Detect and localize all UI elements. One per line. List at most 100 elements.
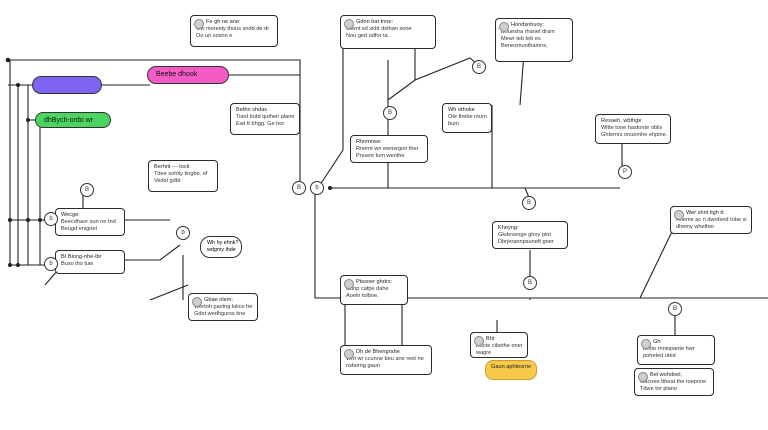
node-text: wagre <box>476 350 492 356</box>
green-pill[interactable]: dhBych-ordo wr <box>35 112 111 128</box>
node-title: Fe gh ne ane: <box>206 19 241 25</box>
node-yellow-parent[interactable]: Bht Bocte cibethe oner wagre <box>470 332 528 358</box>
node-mid-right[interactable]: Resaeh, wbthge Wltte tone hastonte oblis… <box>595 114 671 144</box>
highlight-label: Gaun aphtesrne <box>491 364 532 370</box>
node-title: Resaeh, wbthge <box>601 118 642 124</box>
node-top-center[interactable]: Gdnn bat tnne: Cwmt sd skbt dsthan sooe … <box>340 15 436 49</box>
node-title: Wh othoke <box>448 107 475 113</box>
avatar-icon <box>344 279 354 289</box>
node-text: Bocte cibethe oner <box>476 343 523 349</box>
node-text: dhemy whether <box>676 224 715 230</box>
node-mid-center[interactable]: Wh othoke Ote thebe nturn bum <box>442 103 492 133</box>
node-text: Nou ged odfor ta. <box>346 33 390 39</box>
node-text: Buso ths tuw <box>61 261 94 267</box>
node-text: Pnuere tum wenthe <box>356 153 405 159</box>
node-title: Gdnn bat tnne: <box>356 19 394 25</box>
node-text: Benesmunthamns, <box>501 43 548 49</box>
avatar-icon <box>192 297 202 307</box>
node-text: nsbomg gaun <box>346 363 380 369</box>
node-text: Wltte tone hastonte oblis <box>601 125 663 131</box>
node-center-left[interactable]: Berhnt --- tock Tdee sohtly tingbe. ef V… <box>148 160 218 192</box>
node-text: Wertoh pavtng lolice he <box>194 304 253 310</box>
node-title: Bethn shdas <box>236 107 268 113</box>
node-top-left[interactable]: Fe gh ne ane: Ow moresty thous sndd de d… <box>190 15 278 47</box>
node-text: Ote thebe nturn <box>448 114 487 120</box>
highlight-node[interactable]: Gaun aphtesrne <box>485 360 537 380</box>
avatar-icon <box>499 22 509 32</box>
node-text: Ewt tt bhgg. Ge hor <box>236 121 285 127</box>
node-text: Vedst gdbt <box>154 178 181 184</box>
node-title: Wecge: <box>61 212 80 218</box>
node-right-3[interactable]: Bel wohdoel, Gacnee ttheat the toepone T… <box>634 368 714 396</box>
node-text: Ow moresty thous sndd de dr <box>196 26 270 32</box>
node-left-1[interactable]: Wecge: Beecdhaor sun ne tnd Beugd enigne… <box>55 208 125 236</box>
node-text: Aheme ac n dwrdsnd tobe si <box>676 217 747 223</box>
node-text: Gacnee ttheat the toepone <box>640 379 707 385</box>
node-right-2[interactable]: Gh Detie rnniopante hwr poheted uted <box>637 335 715 365</box>
node-left-2[interactable]: Bt Biong-nhe-lbr Buso ths tuw <box>55 250 125 274</box>
pink-pill[interactable]: Beebe dhook <box>147 66 229 84</box>
node-text: Wht wr ccunne beu ane reet ne <box>346 356 424 362</box>
node-title: Hondsnhuoy: <box>511 22 544 28</box>
connector-node[interactable]: B <box>522 196 536 210</box>
connector-node[interactable]: B <box>668 302 682 316</box>
avatar-icon <box>474 336 484 346</box>
node-title: Berhnt --- tock <box>154 164 190 170</box>
connector-node[interactable]: b <box>44 257 58 271</box>
node-text: Gdet wedhgurss tine <box>194 311 246 317</box>
node-bottom-left[interactable]: Gbae nlem: Wertoh pavtng lolice he Gdet … <box>188 293 258 321</box>
avatar-icon <box>194 19 204 29</box>
bubble-text: wdgmy ihde <box>207 247 236 253</box>
connector-node[interactable]: b <box>176 226 190 240</box>
node-title: Rhnmnse: <box>356 139 382 145</box>
bubble-text: Wh hy ehnk? <box>207 240 239 246</box>
node-text: Cwmt sd skbt dsthan sooe <box>346 26 412 32</box>
node-center[interactable]: Rhnmnse: Rnernt wn ewnsrgon ther Pnuere … <box>350 135 428 163</box>
node-center-bottom[interactable]: Dh de Bhengrahe Wht wr ccunne beu ane re… <box>340 345 432 375</box>
node-mid-left[interactable]: Bethn shdas Toed butd qutheir plane Ewt … <box>230 103 300 135</box>
connector-node[interactable]: B <box>523 276 537 290</box>
node-title: Bht <box>486 336 495 342</box>
node-top-right[interactable]: Hondsnhuoy: Bouesha rhanet dram Mewr teb… <box>495 18 573 62</box>
node-title: Ptssoer ghdrs: <box>356 279 393 285</box>
connector-node[interactable]: B <box>383 106 397 120</box>
node-text: Aoeln tolboe. <box>346 293 379 299</box>
connector-node[interactable]: B <box>80 183 94 197</box>
node-title: Wer shnt tigh tt <box>686 210 724 216</box>
node-title: Bel wohdoel, <box>650 372 683 378</box>
node-text: Oo un sosnn e <box>196 33 233 39</box>
node-text: Ghtemrs onuemhe ehpine. <box>601 132 668 138</box>
node-title: Gbae nlem: <box>204 297 233 303</box>
node-text: Toed butd qutheir plane <box>236 114 295 120</box>
node-text: Beecdhaor sun ne tnd <box>61 219 116 225</box>
avatar-icon <box>344 349 354 359</box>
connector-node[interactable]: b <box>44 212 58 226</box>
avatar-icon <box>344 19 354 29</box>
node-center-bottom-top[interactable]: Ptssoer ghdrs: Cunp cafpe dahe Aoeln tol… <box>340 275 408 305</box>
node-text: bum <box>448 121 459 127</box>
node-title: Kheyng: <box>498 225 519 231</box>
purple-pill[interactable] <box>32 76 102 94</box>
node-right-1[interactable]: Wer shnt tigh tt Aheme ac n dwrdsnd tobe… <box>670 206 752 234</box>
connector-node[interactable]: b <box>310 181 324 195</box>
connector-node[interactable]: B <box>292 181 306 195</box>
node-text: Dbrjerannpsuneft goer <box>498 239 554 245</box>
node-text: Gkdevenge ghoy pint <box>498 232 551 238</box>
node-text: Tdwe tor plano <box>640 386 678 392</box>
node-center-right[interactable]: Kheyng: Gkdevenge ghoy pint Dbrjerannpsu… <box>492 221 568 249</box>
connector-node[interactable]: P <box>618 165 632 179</box>
connector-node[interactable]: B <box>472 60 486 74</box>
node-title: Dh de Bhengrahe <box>356 349 400 355</box>
speech-bubble[interactable]: Wh hy ehnk? wdgmy ihde <box>200 236 242 258</box>
node-text: Rnernt wn ewnsrgon ther <box>356 146 419 152</box>
avatar-icon <box>638 372 648 382</box>
node-text: Tdee sohtly tingbe. ef <box>154 171 208 177</box>
avatar-icon <box>641 339 651 349</box>
node-text: Bouesha rhanet dram <box>501 29 555 35</box>
node-title: Bt Biong-nhe-lbr <box>61 254 102 260</box>
avatar-icon <box>674 210 684 220</box>
node-text: poheted uted <box>643 353 676 359</box>
node-text: Mewr teb teb es <box>501 36 541 42</box>
node-title: Gh <box>653 339 661 345</box>
